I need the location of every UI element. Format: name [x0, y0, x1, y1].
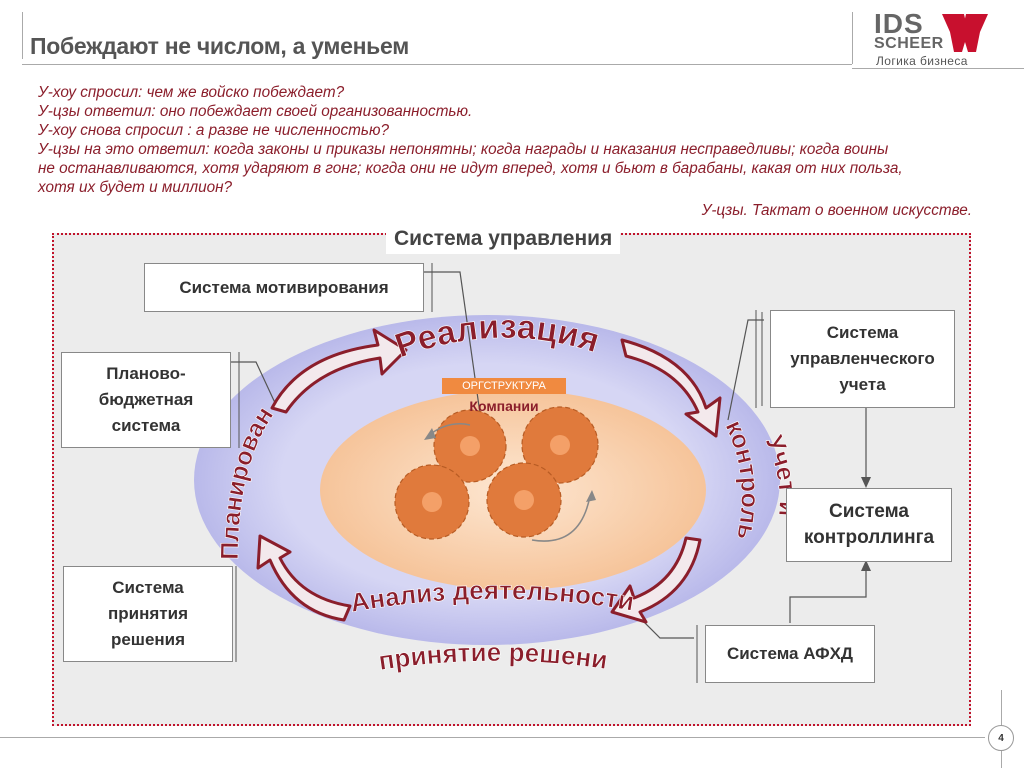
orgstructure-label: ОРГСТРУКТУРА: [462, 380, 546, 392]
company-label: Компании: [469, 398, 539, 414]
motivation-system-box: Система мотивирования: [144, 263, 424, 312]
diagram-title: Система управления: [386, 224, 621, 254]
planning-budget-system-box: Планово- бюджетная система: [61, 352, 231, 448]
quote-line: не останавливаются, хотя ударяют в гонг;…: [38, 160, 903, 177]
box-side-ticks: [235, 263, 763, 683]
logo-scheer: SCHEER: [874, 35, 944, 52]
logo-tagline: Логика бизнеса: [876, 54, 968, 68]
afhd-to-controlling-line: [789, 567, 867, 623]
box-label: учета: [839, 375, 886, 394]
box-label: Планово-: [106, 364, 186, 383]
logo-mark-icon: [942, 14, 988, 52]
quote-line: У-хоу снова спросил : а разве не численн…: [38, 122, 389, 139]
box-label: управленческого: [790, 349, 935, 368]
box-label: Система: [829, 501, 909, 522]
page-title: Побеждают не числом, а уменьем: [30, 33, 409, 59]
orgstructure-label-bg: [442, 378, 566, 394]
rotation-arrows: [424, 423, 596, 542]
box-label: решения: [110, 630, 186, 649]
header-logo-divider: [852, 12, 853, 64]
box-label: система: [111, 416, 181, 435]
ids-scheer-logo: IDS SCHEER Логика бизнеса: [870, 8, 1010, 70]
box-label: Система АФХД: [726, 644, 854, 663]
header-rule: [22, 64, 852, 65]
box-label: принятия: [108, 604, 188, 623]
footer-rule: [0, 737, 985, 738]
page-number: 4: [988, 725, 1014, 751]
cycle-arrows: [256, 328, 722, 624]
box-label: Система мотивирования: [179, 277, 389, 297]
quote-line: У-цзы ответил: оно побеждает своей орган…: [38, 103, 473, 120]
afhd-system-box: Система АФХД: [705, 625, 875, 683]
controlling-system-box: Система контроллинга: [786, 488, 952, 562]
arrowhead-up-icon: [861, 560, 871, 571]
gear-hubs: [422, 435, 570, 512]
box-label: контроллинга: [803, 527, 935, 548]
box-label: бюджетная: [98, 390, 194, 409]
box-label: Система: [826, 323, 899, 342]
box-label: Система: [112, 578, 184, 597]
quote-line: У-цзы на это ответил: когда законы и при…: [38, 141, 889, 158]
decision-system-box: Система принятия решения: [63, 566, 233, 662]
rotate-cw-arrow-icon: [531, 495, 591, 542]
quote-block: У-хоу спросил: чем же войско побеждает? …: [38, 83, 978, 197]
arrow-realization-to-control-icon: [620, 338, 722, 438]
quote-line: У-хоу спросил: чем же войско побеждает?: [38, 84, 345, 101]
arrow-control-to-analysis-icon: [610, 536, 702, 624]
header-left-rule: [22, 12, 23, 59]
quote-source: У-цзы. Тактат о военном искусстве.: [701, 202, 972, 219]
box-link-lines: [789, 408, 871, 623]
motivation-connector: [424, 271, 489, 471]
arrow-analysis-to-planning-icon: [256, 534, 352, 622]
arrowhead-down-icon: [861, 477, 871, 488]
arrow-planning-to-realization-icon: [270, 328, 408, 414]
logo-ids: IDS: [874, 8, 924, 39]
logo-underline: [852, 68, 1024, 69]
accounting-connector: [727, 319, 764, 421]
management-accounting-system-box: Система управленческого учета: [770, 310, 955, 408]
quote-line: хотя их будет и миллион?: [38, 179, 233, 196]
